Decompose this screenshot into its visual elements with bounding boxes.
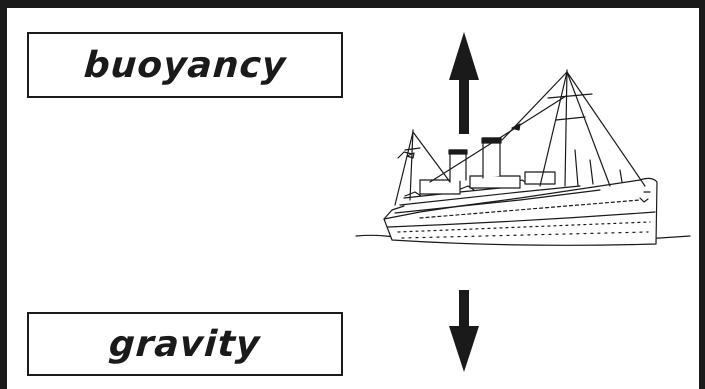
arrow-up-icon	[449, 32, 479, 134]
ocean-liner-ship-illustration	[355, 69, 691, 246]
buoyancy-label-box: buoyancy	[27, 32, 343, 98]
arrow-down-icon	[449, 290, 479, 372]
gravity-label-box: gravity	[27, 312, 343, 376]
